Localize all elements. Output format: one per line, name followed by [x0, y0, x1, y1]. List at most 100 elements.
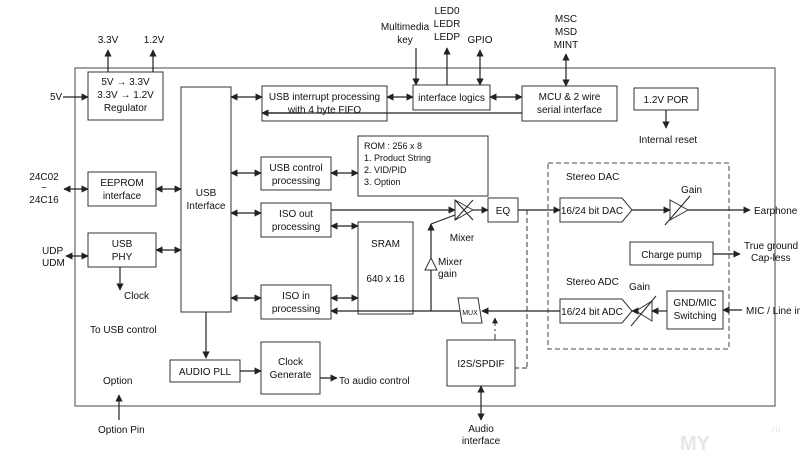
- label-stereo-dac: Stereo DAC: [566, 172, 619, 183]
- label-stereo-adc: Stereo ADC: [566, 277, 619, 288]
- label-interface: interface: [462, 436, 501, 447]
- dac-gain-triangle: [669, 199, 690, 221]
- label-true-ground: True ground: [744, 241, 798, 252]
- sram-line-1: SRAM: [371, 239, 400, 250]
- label-ledr: LEDR: [434, 19, 461, 30]
- eeprom-block: EEPROM interface: [87, 171, 157, 207]
- label-gain-dac: Gain: [681, 185, 702, 196]
- adc-block: 16/24 bit ADC: [559, 298, 633, 324]
- line-mixer-gain: [430, 214, 456, 225]
- gnd-mic-line-2: Switching: [674, 311, 717, 322]
- iso-in-block: ISO in processing: [260, 284, 332, 320]
- adc-gain-slash: [630, 295, 657, 327]
- label-5v: 5V: [50, 92, 63, 103]
- eq-block: EQ: [487, 197, 519, 223]
- usb-phy-line-2: PHY: [112, 252, 133, 263]
- gnd-mic-block: GND/MIC Switching: [666, 290, 724, 330]
- regulator-block: 5V → 3.3V 3.3V → 1.2V Regulator: [87, 71, 164, 121]
- label-gain-adc: Gain: [629, 282, 650, 293]
- usb-interrupt-line-1: USB interrupt processing: [269, 92, 380, 103]
- label-ledp: LEDP: [434, 32, 460, 43]
- label-24c16: 24C16: [29, 195, 59, 206]
- clock-generate-line-1: Clock: [278, 357, 304, 368]
- dac-label: 16/24 bit DAC: [561, 206, 623, 217]
- label-mic-line-in: MIC / Line in: [746, 306, 800, 317]
- label-option: Option: [103, 376, 132, 387]
- iso-out-line-1: ISO out: [279, 209, 313, 220]
- dac-block: 16/24 bit DAC: [559, 197, 633, 223]
- iso-in-line-2: processing: [272, 304, 320, 315]
- label-key: key: [397, 35, 413, 46]
- label-audio: Audio: [468, 424, 494, 435]
- label-option-pin: Option Pin: [98, 425, 145, 436]
- i2s-spdif-block: I2S/SPDIF: [446, 339, 516, 387]
- interface-logics-block: interface logics: [412, 84, 491, 111]
- eeprom-line-1: EEPROM: [100, 178, 143, 189]
- label-earphone: Earphone: [754, 206, 798, 217]
- iso-out-line-2: processing: [272, 222, 320, 233]
- label-cap-less: Cap-less: [751, 253, 790, 264]
- analog-dashed-box: [547, 162, 730, 350]
- interface-logics-label: interface logics: [418, 93, 485, 104]
- label-3v3: 3.3V: [98, 35, 119, 46]
- audio-pll-label: AUDIO PLL: [179, 367, 232, 378]
- label-mixer-gain-2: gain: [438, 269, 457, 280]
- audio-pll-block: AUDIO PLL: [169, 359, 241, 383]
- usb-phy-block: USB PHY: [87, 232, 157, 268]
- regulator-line-1: 5V → 3.3V: [101, 77, 150, 88]
- mcu-line-1: MCU & 2 wire: [539, 92, 601, 103]
- label-mixer-gain-1: Mixer: [438, 257, 463, 268]
- usb-phy-line-1: USB: [112, 239, 133, 250]
- usb-control-line-2: processing: [272, 176, 320, 187]
- por-block: 1.2V POR: [633, 87, 699, 111]
- chip-outline: [74, 67, 776, 407]
- charge-pump-label: Charge pump: [641, 250, 702, 261]
- label-udm: UDM: [42, 258, 65, 269]
- clock-generate-block: Clock Generate: [260, 341, 321, 395]
- charge-pump-block: Charge pump: [629, 241, 714, 266]
- dac-gain-slash: [664, 195, 691, 226]
- watermark-small: .ru: [770, 424, 781, 434]
- label-internal-reset: Internal reset: [639, 135, 698, 146]
- mux-block: MUX: [457, 297, 483, 324]
- sram-line-2: 640 x 16: [366, 274, 405, 285]
- i2s-spdif-label: I2S/SPDIF: [457, 359, 504, 370]
- adc-label: 16/24 bit ADC: [561, 307, 623, 318]
- usb-interface-line-2: Interface: [187, 201, 226, 212]
- usb-interface-block: USB Interface: [180, 86, 232, 313]
- regulator-line-2: 3.3V → 1.2V: [97, 90, 154, 101]
- label-msd: MSD: [555, 27, 577, 38]
- label-to-audio-control: To audio control: [339, 376, 410, 387]
- rom-block: ROM : 256 x 8 1. Product String 2. VID/P…: [357, 135, 489, 197]
- mixer-gain-triangle: [424, 256, 438, 271]
- label-mixer: Mixer: [450, 233, 475, 244]
- mux-label: MUX: [462, 310, 478, 317]
- label-clock: Clock: [124, 291, 150, 302]
- label-msc: MSC: [555, 14, 577, 25]
- mixer-x2: [454, 199, 474, 221]
- sram-block: SRAM 640 x 16: [357, 221, 414, 315]
- eeprom-line-2: interface: [103, 191, 142, 202]
- gnd-mic-line-1: GND/MIC: [673, 298, 716, 309]
- usb-interrupt-line-2: with 4 byte FIFO: [287, 105, 362, 116]
- mcu-line-2: serial interface: [537, 105, 602, 116]
- label-multimedia: Multimedia: [381, 22, 430, 33]
- label-mint: MINT: [554, 40, 578, 51]
- iso-out-block: ISO out processing: [260, 202, 332, 238]
- usb-interrupt-block: USB interrupt processing with 4 byte FIF…: [261, 85, 388, 122]
- rom-line-4: 3. Option: [364, 177, 401, 187]
- iso-in-line-1: ISO in: [282, 291, 310, 302]
- label-led0: LED0: [434, 6, 459, 17]
- label-tilde: ~: [41, 183, 47, 194]
- mcu-block: MCU & 2 wire serial interface: [521, 85, 618, 122]
- usb-control-line-1: USB control: [269, 163, 322, 174]
- por-label: 1.2V POR: [643, 95, 688, 106]
- label-to-usb-control: To USB control: [90, 325, 157, 336]
- rom-line-2: 1. Product String: [364, 153, 431, 163]
- label-udp: UDP: [42, 246, 63, 257]
- eq-label: EQ: [496, 206, 511, 217]
- clock-generate-line-2: Generate: [270, 370, 312, 381]
- watermark: MY: [680, 433, 711, 455]
- label-gpio: GPIO: [467, 35, 492, 46]
